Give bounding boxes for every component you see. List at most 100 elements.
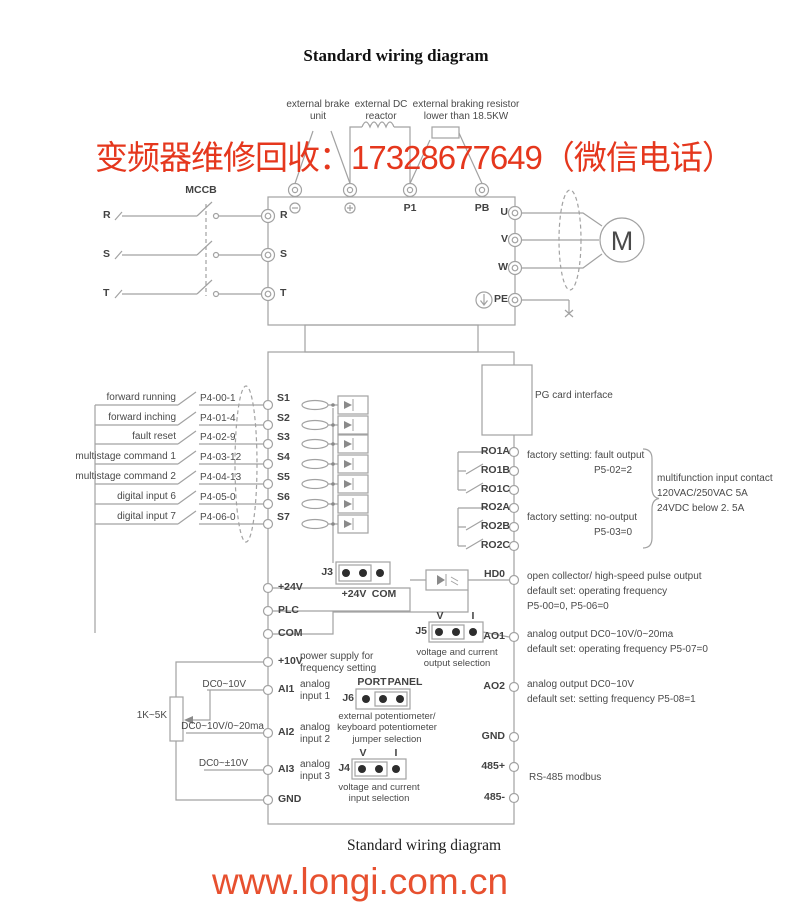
jumper-j5 — [428, 621, 510, 643]
terminal-gnd-right-label: GND — [481, 730, 505, 742]
j6-panel-label: PANEL — [387, 676, 423, 688]
wiper-arrow-icon — [184, 716, 193, 724]
terminal-u-label: U — [500, 206, 508, 218]
diagram-caption: Standard wiring diagram — [346, 837, 502, 854]
di-label: forward inching — [108, 412, 176, 423]
digital-input-circuits — [94, 385, 369, 633]
di-code: P4-05-0 — [200, 492, 236, 503]
hdo-desc-2: default set: operating frequency — [527, 586, 668, 597]
mccb-label: MCCB — [185, 184, 217, 196]
terminal-485plus-label: 485+ — [481, 760, 505, 772]
page-title: Standard wiring diagram — [303, 46, 489, 65]
jumper-j3 — [335, 561, 391, 585]
di-terminal: S4 — [277, 451, 290, 463]
relay2-code: P5-03=0 — [594, 527, 633, 538]
di-terminal: S7 — [277, 511, 290, 523]
jumper-j4 — [351, 758, 407, 780]
terminal-24v-label: +24V — [278, 581, 303, 593]
mains-input-mccb — [114, 201, 276, 302]
ground-icon — [475, 291, 493, 309]
motor-wiring — [475, 189, 645, 318]
di-code: P4-00-1 — [200, 393, 236, 404]
j4-v-label: V — [359, 747, 367, 759]
terminal-w-label: W — [498, 261, 508, 273]
ao1-terminal: AO1 — [483, 630, 505, 642]
ai1-desc: analog input 1 — [300, 679, 331, 702]
ao1-desc-1: analog output DC0~10V/0~20ma — [527, 629, 674, 640]
j4-i-label: I — [394, 747, 398, 759]
terminal-plc-label: PLC — [278, 604, 299, 616]
ai3-desc: analog input 3 — [300, 759, 331, 782]
j5-desc: voltage and current output selection — [416, 647, 498, 670]
ai3-range: DC0~±10V — [198, 758, 248, 769]
relay-terminal: RO2B — [480, 520, 510, 532]
brake-unit-leads — [294, 130, 351, 184]
terminal-v-label: V — [500, 233, 508, 245]
motor-icon — [599, 217, 645, 263]
website-link: www.longi.com.cn — [211, 861, 509, 902]
dc-plus-terminal-icon — [344, 202, 356, 214]
dc-bus-link — [304, 324, 479, 353]
potentiometer-label: 1K~5K — [136, 710, 167, 721]
di-code: P4-06-0 — [200, 512, 236, 523]
j3-pin2-label: COM — [371, 588, 397, 600]
control-right-terminals — [508, 631, 520, 804]
di-code: P4-02-9 — [200, 432, 236, 443]
potentiometer-circuit — [169, 661, 264, 801]
braking-resistor-symbol — [409, 126, 483, 184]
di-terminal: S5 — [277, 471, 290, 483]
di-terminal: S2 — [277, 412, 290, 424]
terminal-s-label: S — [280, 248, 288, 260]
j6-port-label: PORT — [357, 676, 387, 688]
relay2-setting: factory setting: no-output — [527, 512, 638, 523]
dc-reactor-label: external DC reactor — [354, 99, 408, 122]
ai2-desc: analog input 2 — [300, 722, 331, 745]
j5-v-label: V — [436, 610, 444, 622]
di-label: digital input 7 — [117, 511, 176, 522]
input-r-label: R — [103, 209, 111, 221]
brace-icon — [642, 448, 660, 549]
shielded-cable-icon — [558, 189, 582, 291]
terminal-p1-label: P1 — [403, 202, 417, 214]
di-code: P4-03-12 — [200, 452, 242, 463]
contact-note-1: multifunction input contact — [657, 473, 773, 484]
terminal-t-label: T — [280, 287, 287, 299]
j5-label: J5 — [415, 625, 427, 637]
ai1-range: DC0~10V — [202, 679, 246, 690]
ao1-desc-2: default set: operating frequency P5-07=0 — [527, 644, 708, 655]
braking-resistor-label: external braking resistor lower than 18.… — [412, 99, 520, 122]
j6-desc: external potentiometer/ keyboard potenti… — [337, 711, 437, 745]
contact-note-3: 24VDC below 2. 5A — [657, 503, 745, 514]
relay-terminal: RO1C — [480, 483, 510, 495]
j5-i-label: I — [471, 610, 475, 622]
10v-desc: power supply for frequency setting — [300, 651, 377, 674]
dc-minus-terminal-icon — [289, 202, 301, 214]
relay-terminal: RO2C — [480, 539, 510, 551]
terminal-gnd-left-label: GND — [278, 793, 302, 805]
di-code: P4-04-13 — [200, 472, 242, 483]
terminal-ai1-label: AI1 — [278, 683, 295, 695]
j4-label: J4 — [338, 762, 350, 774]
relay1-code: P5-02=2 — [594, 465, 633, 476]
relay1-setting: factory setting: fault output — [527, 450, 645, 461]
pg-card-label: PG card interface — [535, 390, 613, 401]
ao2-terminal: AO2 — [483, 680, 505, 692]
terminal-pb-label: PB — [474, 202, 490, 214]
di-label: multistage command 2 — [75, 471, 176, 482]
input-s-label: S — [103, 248, 111, 260]
ao2-desc-2: default set: setting frequency P5-08=1 — [527, 694, 696, 705]
terminal-ai3-label: AI3 — [278, 763, 295, 775]
relay-terminal: RO1B — [480, 464, 510, 476]
brake-unit-label: external brake unit — [286, 99, 350, 122]
di-terminal: S6 — [277, 491, 290, 503]
optocoupler-icon — [331, 401, 352, 528]
hdo-circuit — [410, 569, 520, 591]
j6-label: J6 — [342, 692, 354, 704]
optocoupler-icon — [437, 574, 459, 586]
terminal-ai2-label: AI2 — [278, 726, 295, 738]
dc-reactor-symbol — [349, 121, 411, 184]
di-label: digital input 6 — [117, 491, 176, 502]
di-terminal: S3 — [277, 431, 290, 443]
hdo-desc-3: P5-00=0, P5-06=0 — [527, 601, 609, 612]
